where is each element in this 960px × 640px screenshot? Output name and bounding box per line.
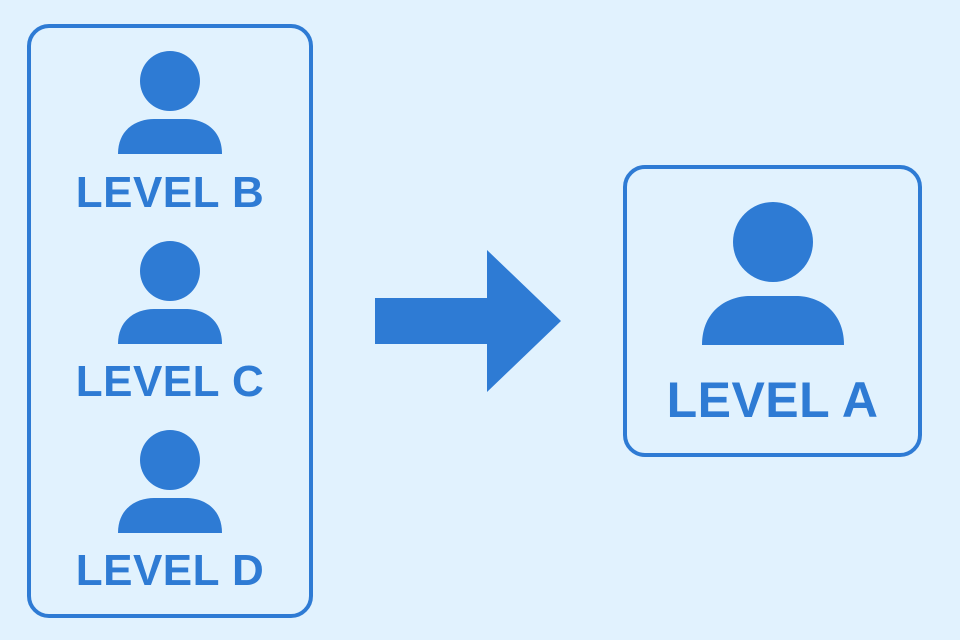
source-group-panel	[27, 24, 313, 618]
arrow-right-icon	[375, 250, 563, 397]
level-c-label: LEVEL C	[75, 357, 265, 406]
person-icon-level-b	[118, 50, 222, 156]
target-panel	[623, 165, 922, 457]
level-d-label: LEVEL D	[75, 546, 265, 595]
person-icon-level-a	[702, 200, 844, 346]
level-b-label: LEVEL B	[75, 168, 265, 217]
person-icon-level-d	[118, 429, 222, 535]
person-icon-level-c	[118, 240, 222, 346]
level-a-label: LEVEL A	[666, 372, 879, 428]
